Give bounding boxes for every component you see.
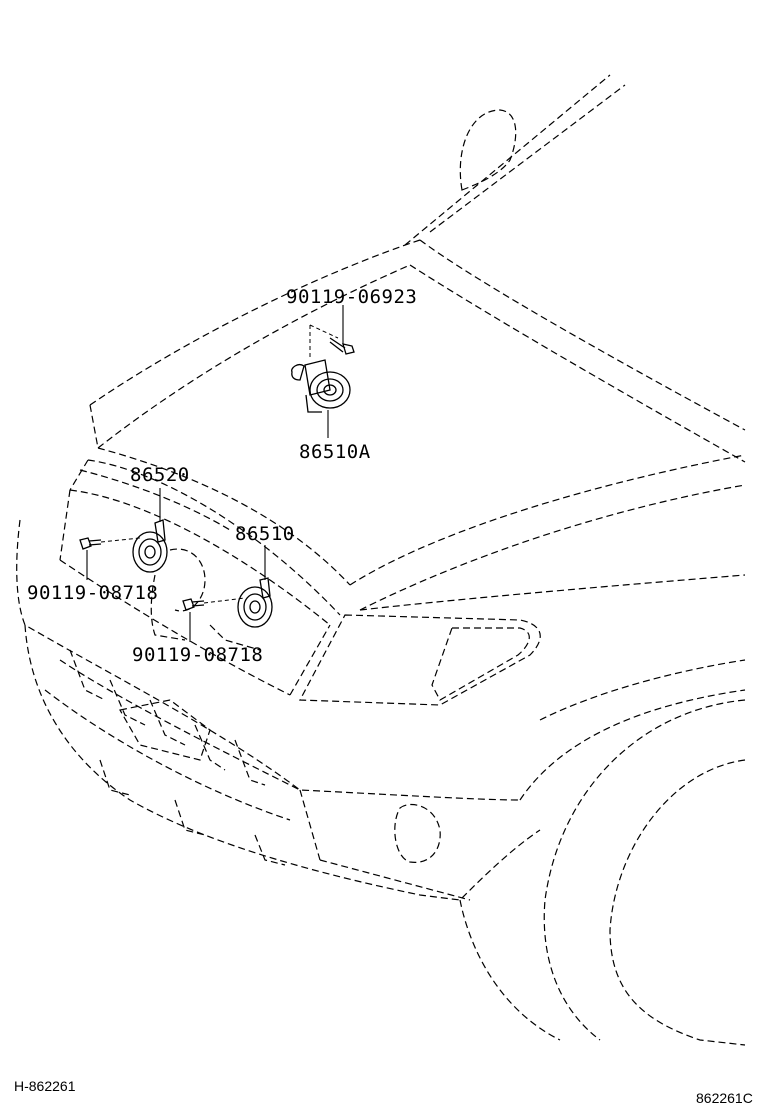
label-bolt-right: 90119-08718	[132, 644, 264, 666]
bolt-90119-08718-left	[79, 537, 102, 550]
bolt-90119-06923	[329, 337, 355, 355]
leader-lines	[86, 305, 344, 642]
bumper-outline	[16, 519, 561, 1041]
hood-outline	[89, 239, 746, 611]
horn-bracket-area	[150, 548, 261, 651]
wheel-outline	[543, 699, 746, 1046]
illustration-code-right: 862261C	[696, 1090, 753, 1106]
label-horn-top: 86510A	[299, 441, 371, 463]
illustration-code-left: H-862261	[14, 1078, 76, 1094]
grille-outline	[59, 459, 341, 696]
fender-outline	[359, 574, 746, 801]
headlight-outline	[299, 614, 541, 706]
label-horn-left: 86520	[130, 464, 190, 486]
horn-86520	[132, 519, 168, 573]
fog-light-outline	[394, 803, 441, 863]
label-bolt-top: 90119-06923	[286, 286, 418, 308]
bolt-90119-08718-right	[182, 598, 205, 611]
windshield-outline	[404, 74, 626, 246]
horn-86510a	[291, 359, 351, 413]
label-horn-right: 86510	[235, 523, 295, 545]
side-mirror-outline	[459, 109, 517, 191]
horn-86510	[237, 577, 273, 628]
lower-grille-outline	[69, 649, 286, 866]
label-bolt-left: 90119-08718	[27, 582, 159, 604]
